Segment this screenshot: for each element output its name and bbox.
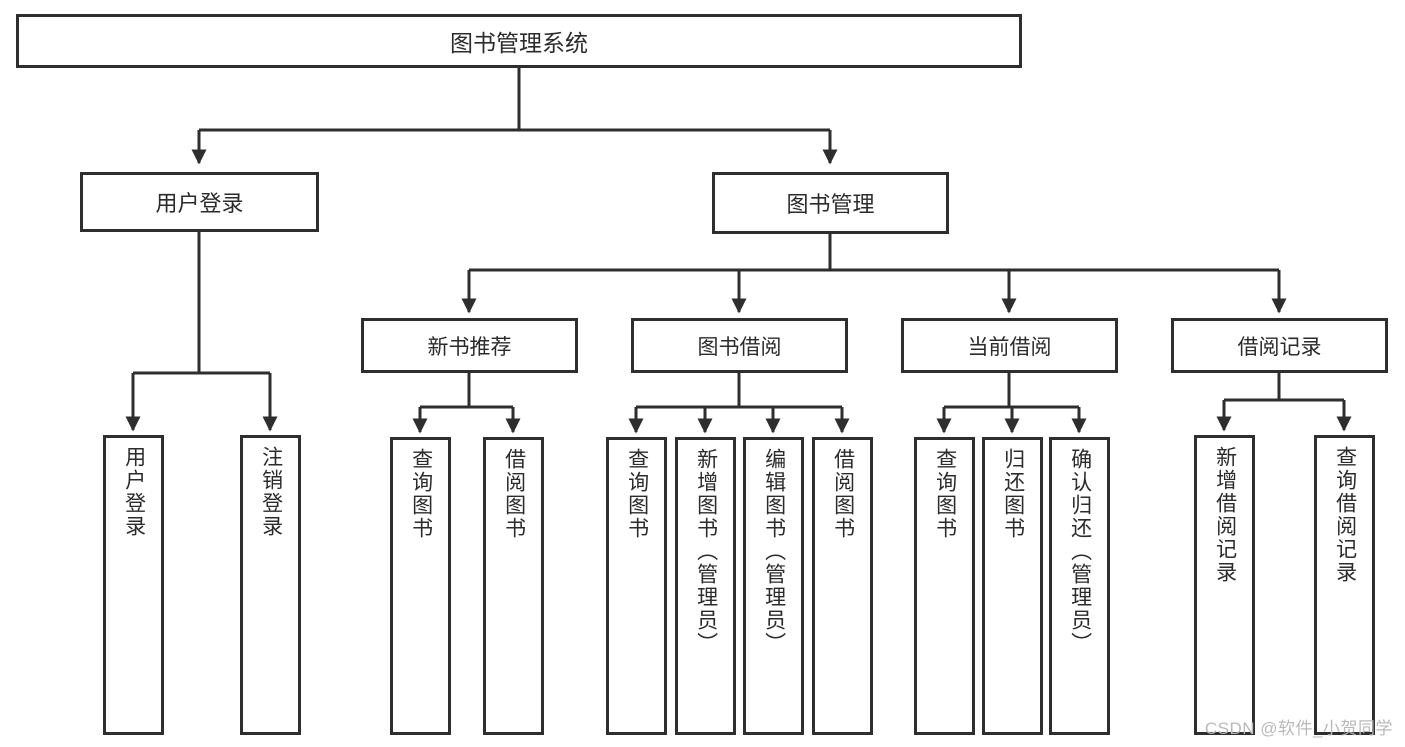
node-label: 注销登录 [259,446,283,538]
node-label: 借阅记录 [1237,335,1322,359]
node-label: 新增图书（管理员） [694,448,718,655]
leaf-current-confirm-return-admin[interactable]: 确认归还（管理员） [1049,437,1110,735]
node-label: 用户登录 [122,446,146,538]
node-label: 用户登录 [155,191,244,216]
node-book-management[interactable]: 图书管理 [712,172,949,234]
node-book-borrow[interactable]: 图书借阅 [631,318,848,373]
node-user-login[interactable]: 用户登录 [80,172,319,232]
node-label: 新增借阅记录 [1213,446,1237,584]
node-label: 查询图书 [625,448,649,540]
leaf-borrow-query-book[interactable]: 查询图书 [606,437,667,735]
node-label: 图书管理系统 [450,30,588,56]
node-label: 图书借阅 [697,335,782,359]
node-label: 借阅图书 [502,448,526,540]
leaf-borrow-add-book-admin[interactable]: 新增图书（管理员） [675,437,736,735]
node-label: 图书管理 [786,192,875,217]
leaf-user-login-logout[interactable]: 注销登录 [240,435,301,735]
leaf-user-login-login[interactable]: 用户登录 [103,435,164,735]
leaf-current-query-book[interactable]: 查询图书 [914,437,975,735]
leaf-borrow-edit-book-admin[interactable]: 编辑图书（管理员） [743,437,804,735]
node-borrow-record[interactable]: 借阅记录 [1171,318,1388,373]
node-label: 查询图书 [933,448,957,540]
node-label: 编辑图书（管理员） [762,448,786,655]
leaf-current-return-book[interactable]: 归还图书 [982,437,1043,735]
node-label: 归还图书 [1001,448,1025,540]
leaf-recommend-query-book[interactable]: 查询图书 [390,437,451,735]
leaf-borrow-borrow-book[interactable]: 借阅图书 [812,437,873,735]
leaf-record-add-record[interactable]: 新增借阅记录 [1194,435,1255,735]
node-label: 查询借阅记录 [1333,446,1357,584]
node-label: 当前借阅 [967,335,1052,359]
node-current-borrow[interactable]: 当前借阅 [901,318,1118,373]
node-new-book-recommend[interactable]: 新书推荐 [361,318,578,373]
node-label: 查询图书 [409,448,433,540]
node-label: 确认归还（管理员） [1068,448,1092,655]
leaf-record-query-record[interactable]: 查询借阅记录 [1314,435,1375,735]
node-label: 借阅图书 [831,448,855,540]
node-label: 新书推荐 [427,335,512,359]
watermark-text: CSDN @软件_小贺同学 [1204,719,1393,738]
node-root-system[interactable]: 图书管理系统 [16,14,1022,68]
leaf-recommend-borrow-book[interactable]: 借阅图书 [483,437,544,735]
